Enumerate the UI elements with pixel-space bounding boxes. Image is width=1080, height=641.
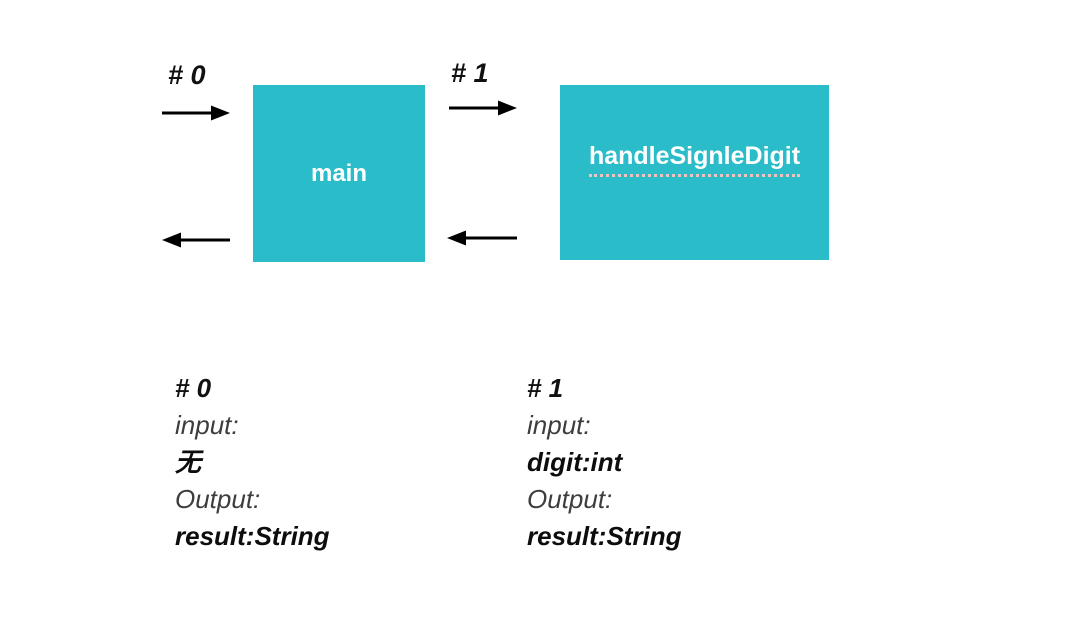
call-0-spec-id: # 0 [175, 373, 212, 403]
call-0-input-value: 无 [175, 447, 202, 477]
call-1-input-label: input: [527, 410, 591, 440]
call-1-output-value: result:String [527, 521, 682, 551]
call-1-return-arrow-icon [447, 230, 517, 246]
main-function-box: main [253, 85, 425, 262]
call-1-output-label: Output: [527, 484, 613, 514]
call-1-spec-block: # 1 input: digit:int Output: result:Stri… [527, 370, 682, 555]
handle-single-digit-function-box: handleSignleDigit [560, 85, 829, 260]
main-function-label: main [310, 159, 367, 187]
call-0-return-arrow-icon [162, 232, 230, 248]
call-0-output-label: Output: [175, 484, 261, 514]
call-0-output-value: result:String [175, 521, 330, 551]
call-0-request-arrow-icon [162, 105, 230, 121]
call-0-label: # 0 [168, 60, 206, 90]
handle-single-digit-function-label: handleSignleDigit [588, 142, 801, 177]
call-0-spec-block: # 0 input: 无 Output: result:String [175, 370, 330, 555]
call-1-spec-id: # 1 [527, 373, 564, 403]
call-0-input-label: input: [175, 410, 239, 440]
call-1-input-value: digit:int [527, 447, 623, 477]
call-1-request-arrow-icon [449, 100, 517, 116]
call-1-label: # 1 [451, 58, 489, 88]
